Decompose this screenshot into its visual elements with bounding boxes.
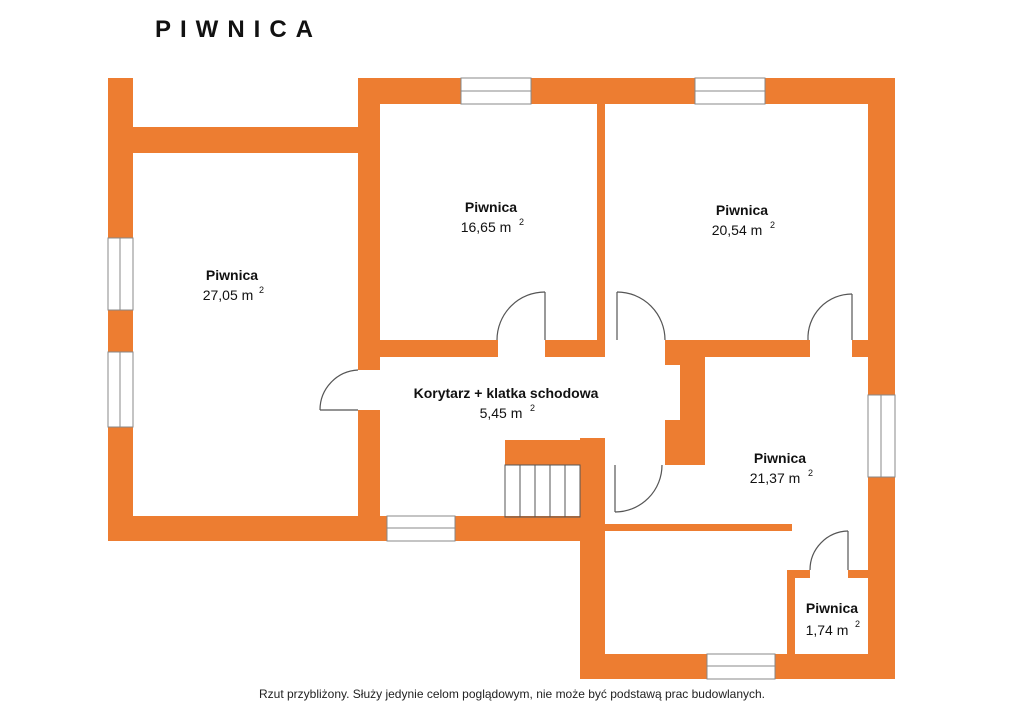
room-area: 16,65 m [461, 219, 512, 235]
room-area-sup: 2 [808, 468, 813, 478]
room-area: 1,74 m [806, 622, 849, 638]
plan-title: PIWNICA [155, 16, 322, 43]
door [319, 369, 359, 411]
room-label-small: Piwnica 1,74 m 2 [806, 600, 860, 638]
room-label-top-middle: Piwnica 16,65 m 2 [461, 199, 524, 235]
door [616, 291, 666, 341]
room-name: Korytarz + klatka schodowa [414, 385, 599, 401]
walls [108, 78, 895, 679]
room-name: Piwnica [806, 600, 858, 616]
staircase [504, 464, 581, 518]
room-label-left: Piwnica 27,05 m 2 [203, 267, 264, 303]
room-area-sup: 2 [855, 619, 860, 629]
door-openings [358, 340, 665, 465]
room-name: Piwnica [465, 199, 517, 215]
room-area-sup: 2 [519, 217, 524, 227]
door [496, 291, 546, 341]
room-area-sup: 2 [770, 220, 775, 230]
room-name: Piwnica [754, 450, 806, 466]
disclaimer-note: Rzut przybliżony. Służy jedynie celom po… [258, 687, 766, 701]
room-area: 21,37 m [750, 470, 801, 486]
door [809, 530, 849, 571]
room-label-right: Piwnica 21,37 m 2 [750, 450, 813, 486]
room-area-sup: 2 [259, 285, 264, 295]
doors [319, 291, 853, 571]
room-name: Piwnica [206, 267, 258, 283]
room-label-corridor: Korytarz + klatka schodowa 5,45 m 2 [414, 385, 599, 421]
room-area: 5,45 m [480, 405, 523, 421]
door [807, 293, 853, 341]
room-label-top-right: Piwnica 20,54 m 2 [712, 202, 775, 238]
windows [107, 77, 896, 680]
door [614, 464, 663, 513]
room-area: 20,54 m [712, 222, 763, 238]
room-area-sup: 2 [530, 403, 535, 413]
room-area: 27,05 m [203, 287, 254, 303]
room-name: Piwnica [716, 202, 768, 218]
